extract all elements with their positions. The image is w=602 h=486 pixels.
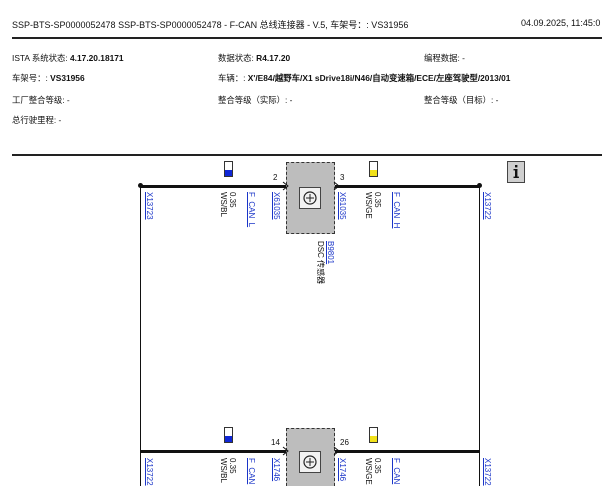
ecu-connector-link[interactable]: X61035	[272, 192, 281, 220]
swatch-fill	[370, 170, 377, 176]
top-wire-left[interactable]	[140, 185, 286, 188]
component-icon	[299, 187, 321, 209]
signal-link[interactable]: F_CAN_L	[247, 192, 256, 228]
pin-number: 14	[271, 438, 280, 447]
left-vertical-wire	[140, 186, 142, 486]
wire-color-swatch-yellow	[369, 427, 378, 443]
header-divider	[12, 37, 602, 39]
wire-color-swatch-yellow	[369, 161, 378, 177]
wire-color: WS/BL	[219, 192, 228, 217]
info-button[interactable]	[507, 161, 525, 183]
junction-dot	[477, 183, 482, 188]
connector-link[interactable]: X13722	[483, 192, 492, 220]
ista-status: ISTA 系统状态: 4.17.20.18171	[12, 53, 124, 63]
actual-level: 整合等级（实际）: -	[218, 95, 293, 105]
wire-color: WS/GE	[364, 192, 373, 219]
pin-number: 2	[273, 173, 278, 182]
pin-marker	[333, 181, 340, 191]
pin-marker	[282, 446, 289, 456]
target-level: 整合等级（目标）: -	[424, 95, 499, 105]
swatch-fill	[225, 170, 232, 176]
signal-link[interactable]: F_CAN	[247, 458, 256, 485]
pin-marker	[333, 446, 340, 456]
info-divider	[12, 154, 602, 156]
connector-link[interactable]: X13722	[145, 458, 154, 486]
wire-section: 0.35	[373, 192, 382, 208]
data-status: 数据状态: R4.17.20	[218, 53, 291, 63]
wire-section: 0.35	[373, 458, 382, 474]
bottom-wire-right[interactable]	[335, 450, 480, 453]
sensor-icon	[303, 191, 317, 205]
connector-link[interactable]: X13723	[145, 192, 154, 220]
pin-number: 3	[340, 173, 345, 182]
signal-link[interactable]: F_CAN	[392, 458, 401, 485]
ecu-connector-link[interactable]: X61035	[338, 192, 347, 220]
vin: 车架号：: VS31956	[12, 73, 85, 83]
sensor-icon	[303, 455, 317, 469]
info-icon	[513, 165, 519, 178]
pin-number: 26	[340, 438, 349, 447]
edit-data: 编程数据: -	[424, 53, 465, 63]
wire-color-swatch-blue	[224, 161, 233, 177]
junction-dot	[138, 183, 143, 188]
wire-color-swatch-blue	[224, 427, 233, 443]
bottom-wire-left[interactable]	[140, 450, 286, 453]
window-title: SSP-BTS-SP0000052478 SSP-BTS-SP000005247…	[12, 20, 409, 30]
vehicle: 车辆：: X'/E84/越野车/X1 sDrive18i/N46/自动变速箱/E…	[218, 73, 511, 83]
wire-section: 0.35	[228, 192, 237, 208]
top-wire-right[interactable]	[335, 185, 480, 188]
wire-section: 0.35	[228, 458, 237, 474]
component-name: DSC 传感器	[316, 241, 325, 285]
wire-color: WS/GE	[364, 458, 373, 485]
component-id-link[interactable]: B9801	[326, 241, 335, 265]
connector-link[interactable]: X13722	[483, 458, 492, 486]
mileage: 总行驶里程: -	[12, 115, 62, 125]
wire-color: WS/BL	[219, 458, 228, 483]
swatch-fill	[370, 436, 377, 442]
ecu-component-bottom[interactable]	[286, 428, 335, 486]
signal-link[interactable]: F_CAN_H	[392, 192, 401, 229]
datetime: 04.09.2025, 11:45:0	[521, 18, 601, 28]
ecu-connector-link[interactable]: X1746	[272, 458, 281, 482]
factory-level: 工厂整合等级: -	[12, 95, 70, 105]
dsc-sensor-component[interactable]	[286, 162, 335, 234]
pin-marker	[282, 181, 289, 191]
swatch-fill	[225, 436, 232, 442]
component-icon	[299, 451, 321, 473]
right-vertical-wire	[479, 186, 481, 486]
ecu-connector-link[interactable]: X1746	[338, 458, 347, 482]
